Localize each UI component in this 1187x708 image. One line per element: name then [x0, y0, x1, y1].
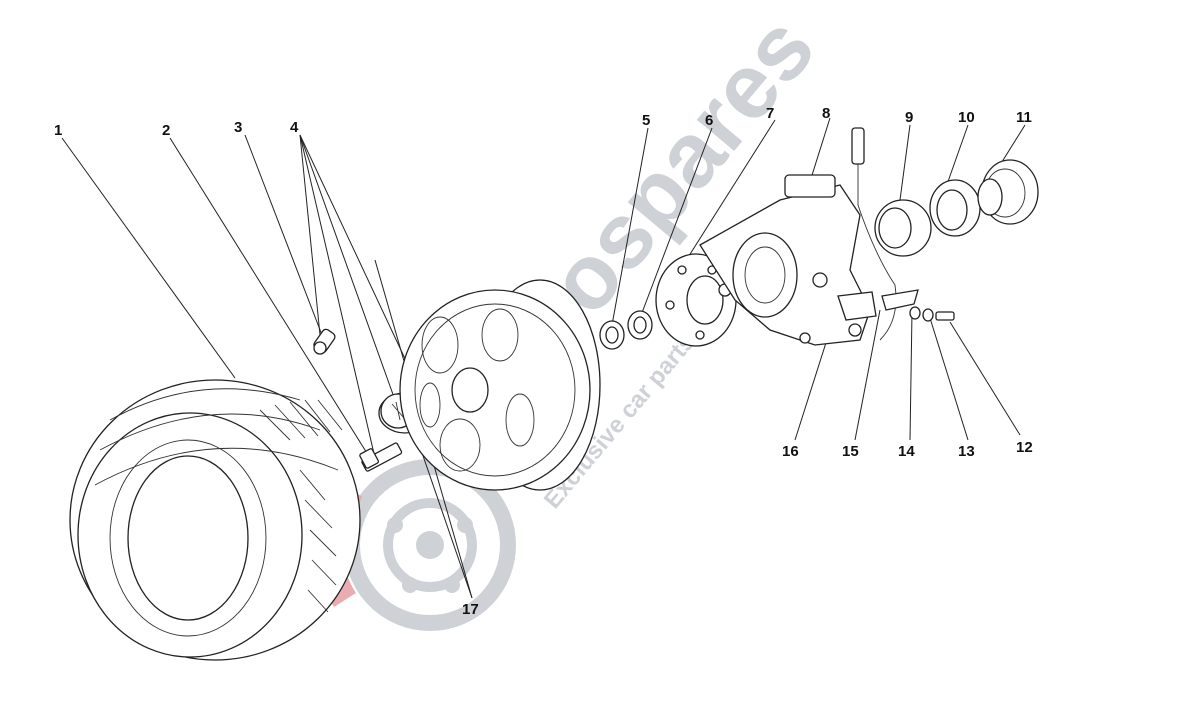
steering-knuckle	[699, 174, 871, 346]
callout-6: 6	[705, 112, 713, 129]
callout-10: 10	[958, 109, 975, 126]
callout-5: 5	[642, 112, 650, 129]
ring-nut	[929, 179, 981, 237]
callout-14: 14	[898, 443, 915, 460]
callout-7: 7	[766, 105, 774, 122]
wheel-bolt	[359, 442, 403, 472]
wheel-hub	[655, 253, 737, 347]
callout-4: 4	[290, 119, 299, 136]
callout-15: 15	[842, 443, 859, 460]
callout-1: 1	[54, 122, 62, 139]
spacer-rings	[599, 310, 653, 350]
callout-8: 8	[822, 105, 830, 122]
wheel-bearing	[874, 199, 932, 257]
callout-9: 9	[905, 109, 913, 126]
callout-11: 11	[1016, 109, 1032, 126]
abs-sensor-cable	[837, 127, 919, 341]
callout-12: 12	[1016, 439, 1033, 456]
callout-17: 17	[462, 601, 479, 618]
valve-stem	[313, 328, 336, 355]
callout-2: 2	[162, 122, 170, 139]
callout-3: 3	[234, 119, 242, 136]
callout-16: 16	[782, 443, 799, 460]
washers-and-bolt	[909, 306, 955, 322]
tone-ring-gear	[977, 159, 1039, 225]
wheel-rim	[399, 279, 601, 491]
tire	[69, 379, 361, 661]
callout-13: 13	[958, 443, 975, 460]
callout-labels: 1 2 3 4 5 6 7 8 9 10 11 12 13 14 15 16 1…	[54, 105, 1033, 618]
